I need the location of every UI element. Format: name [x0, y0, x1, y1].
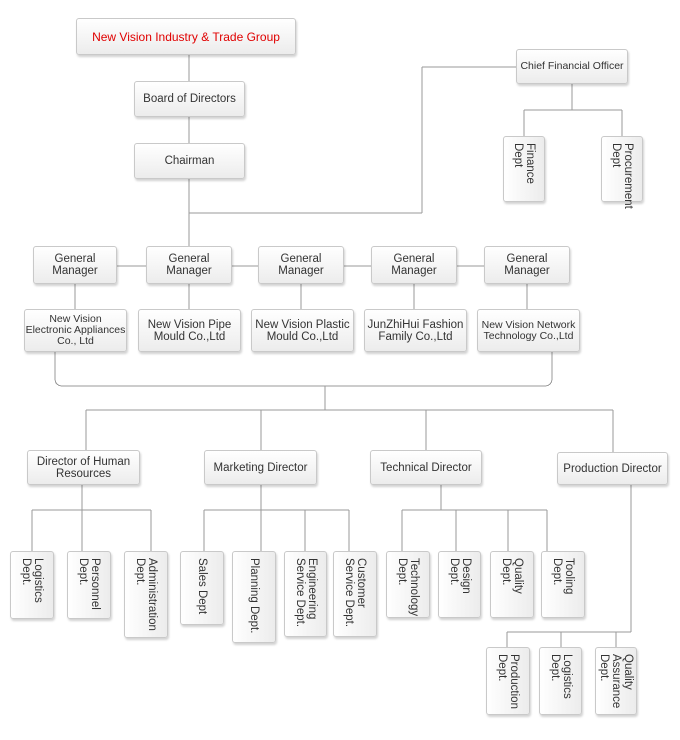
director-marketing-box: Marketing Director [204, 450, 317, 485]
quality-assurance-dept-box: Quality Assurance Dept. [595, 647, 637, 715]
quality-dept-label: Quality Dept. [500, 558, 524, 594]
cfo-box: Chief Financial Officer [516, 49, 628, 84]
general-manager-box-3: General Manager [258, 246, 344, 284]
company-box-pipe-mould: New Vision Pipe Mould Co.,Ltd [138, 309, 241, 352]
director-technical-box: Technical Director [370, 450, 482, 485]
director-production-label: Production Director [563, 462, 662, 475]
engineering-service-dept-box: Engineering Service Dept. [284, 551, 327, 637]
planning-dept-box: Planning Dept. [232, 551, 276, 643]
tooling-dept-box: Tooling Dept. [541, 551, 585, 618]
administration-dept-box: Administration Dept. [124, 551, 168, 638]
general-manager-box-2: General Manager [146, 246, 232, 284]
root-company-box: New Vision Industry & Trade Group [76, 18, 296, 55]
technology-dept-box: Technology Dept. [386, 551, 430, 618]
root-company-label: New Vision Industry & Trade Group [92, 29, 280, 44]
quality-assurance-dept-label: Quality Assurance Dept. [598, 654, 634, 709]
sales-dept-label: Sales Dept [196, 558, 208, 615]
finance-dept-label: Finance Dept [512, 143, 536, 184]
production-dept-label: Production Dept. [496, 654, 520, 709]
personnel-dept-box: Personnel Dept. [67, 551, 111, 619]
director-marketing-label: Marketing Director [213, 461, 308, 474]
company-box-network-technology: New Vision Network Technology Co.,Ltd [477, 309, 580, 352]
sales-dept-box: Sales Dept [180, 551, 224, 625]
production-logistics-dept-box: Logistics Dept. [539, 647, 582, 715]
customer-service-dept-box: Customer Service Dept. [333, 551, 377, 637]
tooling-dept-label: Tooling Dept. [551, 558, 575, 595]
company-label-5: New Vision Network Technology Co.,Ltd [481, 318, 576, 342]
general-manager-label-2: General Manager [166, 253, 212, 277]
finance-dept-box: Finance Dept [503, 136, 545, 202]
hr-logistics-dept-label: Logistics Dept. [20, 558, 44, 603]
director-hr-box: Director of Human Resources [27, 450, 140, 485]
company-label-4: JunZhiHui Fashion Family Co.,Ltd [367, 318, 464, 343]
company-label-1: New Vision Electronic Appliances Co., Lt… [25, 313, 126, 347]
design-dept-label: Design Dept. [447, 558, 472, 594]
hr-logistics-dept-box: Logistics Dept. [10, 551, 54, 619]
general-manager-box-5: General Manager [484, 246, 570, 284]
chairman-box: Chairman [134, 143, 245, 179]
director-hr-label: Director of Human Resources [36, 455, 131, 480]
procurement-dept-box: Procurement Dept [601, 136, 643, 209]
personnel-dept-label: Personnel Dept. [77, 558, 101, 610]
company-label-3: New Vision Plastic Mould Co.,Ltd [255, 318, 350, 343]
general-manager-label-5: General Manager [504, 253, 550, 277]
production-dept-box: Production Dept. [486, 647, 530, 715]
company-box-plastic-mould: New Vision Plastic Mould Co.,Ltd [251, 309, 354, 352]
general-manager-box-1: General Manager [33, 246, 117, 284]
quality-dept-box: Quality Dept. [490, 551, 534, 618]
production-logistics-dept-label: Logistics Dept. [548, 654, 573, 699]
engineering-service-dept-label: Engineering Service Dept. [293, 558, 318, 628]
procurement-dept-label: Procurement Dept [610, 143, 634, 209]
board-of-directors-box: Board of Directors [134, 81, 245, 117]
cfo-label: Chief Financial Officer [520, 60, 624, 72]
design-dept-box: Design Dept. [438, 551, 481, 618]
director-production-box: Production Director [557, 452, 668, 485]
administration-dept-label: Administration Dept. [134, 558, 158, 631]
general-manager-label-3: General Manager [278, 253, 324, 277]
company-box-junzhihui-fashion: JunZhiHui Fashion Family Co.,Ltd [364, 309, 467, 352]
director-technical-label: Technical Director [380, 461, 472, 474]
company-box-electronic-appliances: New Vision Electronic Appliances Co., Lt… [24, 309, 127, 352]
planning-dept-label: Planning Dept. [248, 558, 260, 634]
technology-dept-label: Technology Dept. [396, 558, 420, 617]
board-label: Board of Directors [143, 93, 236, 105]
company-label-2: New Vision Pipe Mould Co.,Ltd [147, 318, 232, 343]
general-manager-label-4: General Manager [391, 253, 437, 277]
general-manager-box-4: General Manager [371, 246, 457, 284]
general-manager-label-1: General Manager [52, 253, 98, 277]
chairman-label: Chairman [164, 155, 215, 167]
customer-service-dept-label: Customer Service Dept. [343, 558, 367, 628]
